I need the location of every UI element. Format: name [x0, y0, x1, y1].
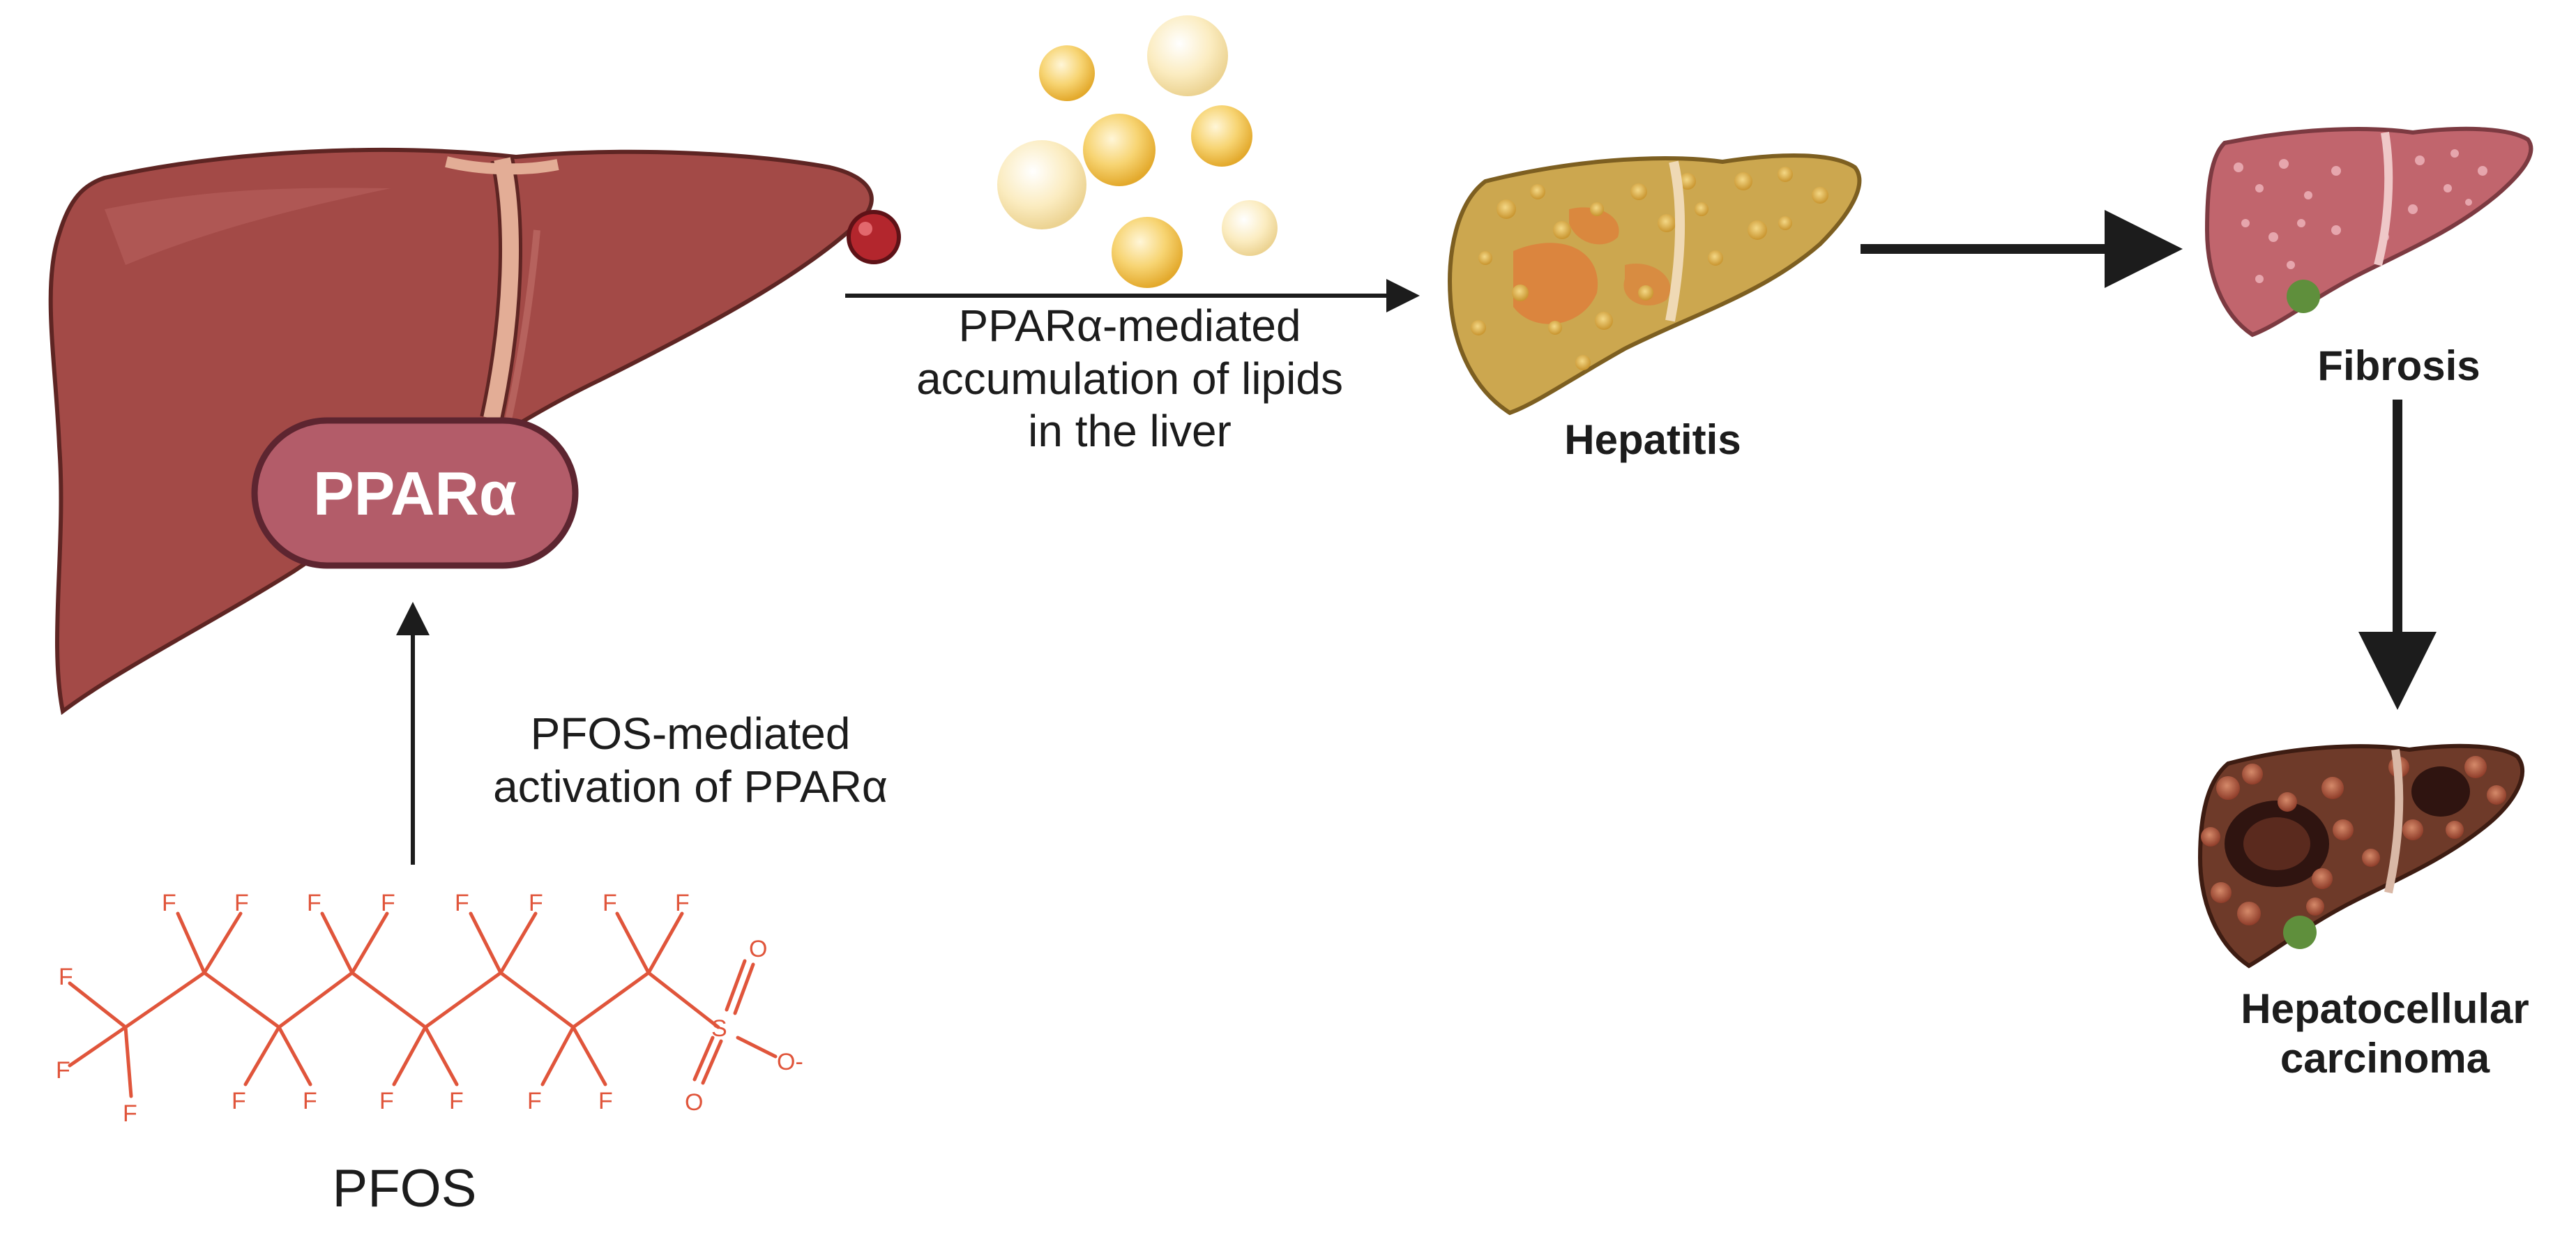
atom-f: F [527, 1088, 542, 1114]
atom-f: F [232, 1088, 246, 1114]
label-line: Hepatocellular [2241, 985, 2529, 1032]
hcc-label: Hepatocellular carcinoma [2176, 985, 2576, 1084]
atom-o: O [749, 936, 767, 962]
atom-f: F [307, 890, 321, 916]
ppar-badge-label: PPARα [312, 459, 517, 528]
fatty-liver-icon [1448, 153, 1862, 416]
atom-f: F [234, 890, 249, 916]
atom-f: F [675, 890, 690, 916]
pfos-activation-label: PFOS-mediated activation of PPARα [446, 708, 934, 813]
fibrosis-label: Fibrosis [2317, 342, 2480, 389]
hepatitis-label: Hepatitis [1564, 416, 1741, 463]
atom-f: F [162, 890, 176, 916]
label-line: activation of PPARα [493, 761, 888, 812]
atom-f: F [381, 890, 395, 916]
atom-f: F [598, 1088, 613, 1114]
atom-f: F [603, 890, 617, 916]
fibrotic-liver-icon [2204, 126, 2533, 338]
label-line: PFOS-mediated [530, 709, 851, 759]
atom-o-minus: O- [777, 1049, 803, 1075]
atom-f: F [303, 1088, 317, 1114]
atom-f: F [529, 890, 543, 916]
atom-f: F [455, 890, 469, 916]
cancerous-liver-icon [2197, 743, 2525, 969]
label-line: carcinoma [2280, 1034, 2490, 1082]
ppar-badge [251, 417, 579, 569]
pfos-structure-icon: F F F F F F F F F F F F F F F F F S O O-… [56, 890, 803, 1127]
atom-o: O [685, 1089, 703, 1116]
lipid-accumulation-label: PPARα-mediated accumulation of lipids in… [823, 300, 1437, 458]
atom-f: F [449, 1088, 464, 1114]
atom-f: F [379, 1088, 394, 1114]
pfos-label: PFOS [332, 1159, 477, 1218]
label-line: accumulation of lipids [916, 353, 1343, 404]
atom-f: F [123, 1100, 137, 1127]
lipid-droplets-icon [997, 15, 1278, 288]
label-line: in the liver [1028, 406, 1232, 457]
atom-f: F [56, 1057, 70, 1084]
atom-f: F [59, 964, 73, 990]
label-line: PPARα-mediated [958, 301, 1301, 351]
atom-s: S [711, 1015, 727, 1042]
